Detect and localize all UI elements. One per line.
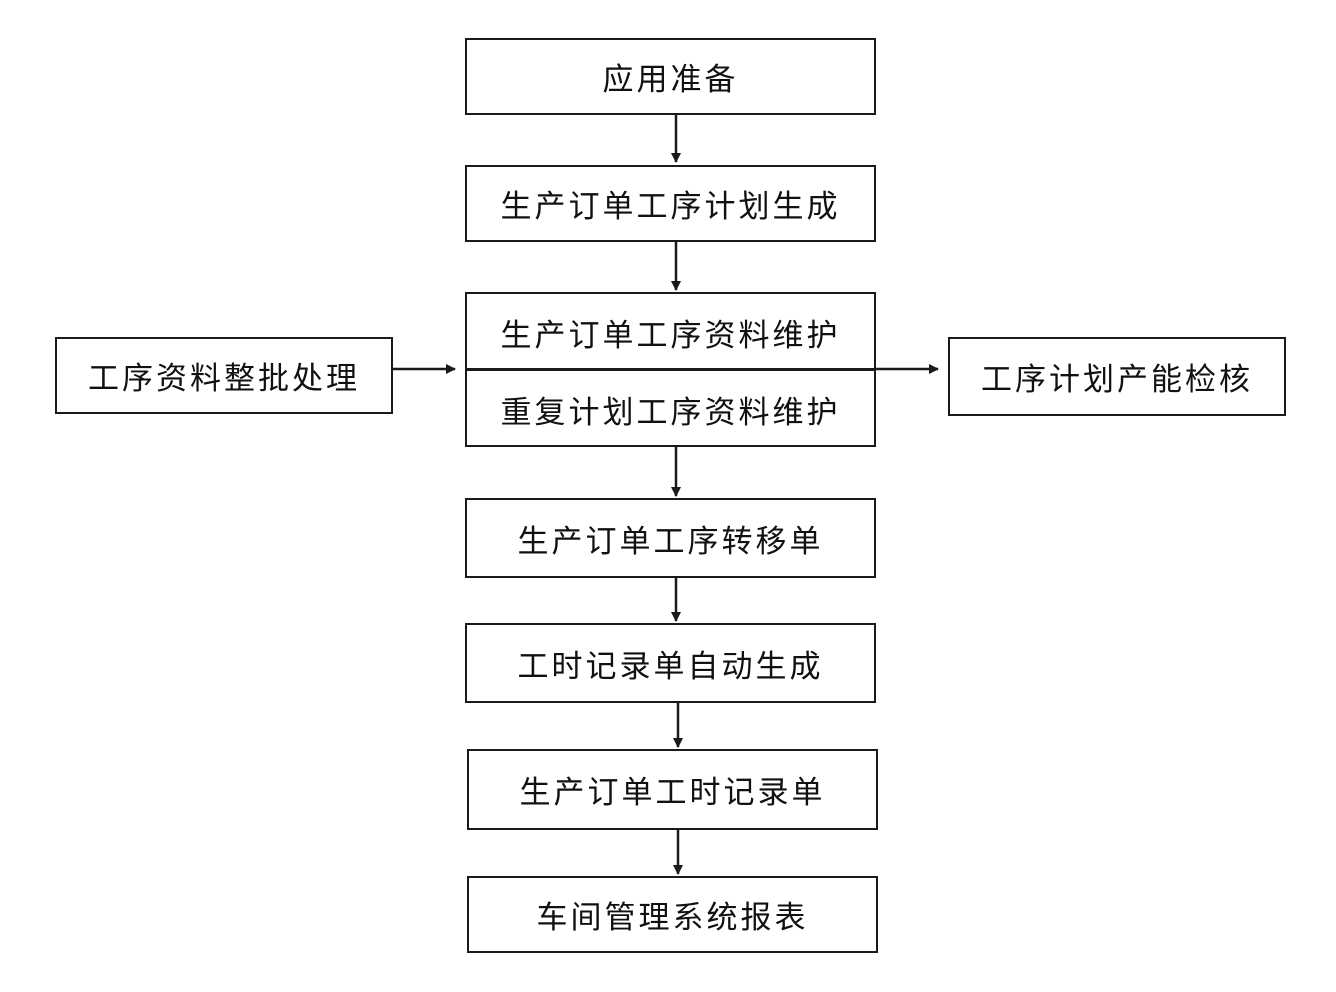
side-capacity-check: 工序计划产能检核	[948, 337, 1286, 416]
step-prepare: 应用准备	[465, 38, 876, 115]
step-plan-generate-label: 生产订单工序计划生成	[500, 189, 841, 225]
split-divider	[467, 368, 874, 371]
step-order-process-maintain-label: 生产订单工序资料维护	[500, 317, 841, 354]
step-process-maintain: 生产订单工序资料维护 重复计划工序资料维护	[465, 292, 876, 447]
step-repeat-plan-maintain: 重复计划工序资料维护	[467, 373, 874, 445]
step-auto-timesheet: 工时记录单自动生成	[465, 623, 876, 703]
step-order-timesheet: 生产订单工时记录单	[467, 749, 878, 830]
step-transfer-label: 生产订单工序转移单	[517, 523, 824, 560]
step-repeat-plan-maintain-label: 重复计划工序资料维护	[500, 394, 841, 431]
step-order-timesheet-label: 生产订单工时记录单	[519, 775, 826, 811]
step-transfer: 生产订单工序转移单	[465, 498, 876, 578]
side-batch: 工序资料整批处理	[55, 337, 393, 414]
step-auto-timesheet-label: 工时记录单自动生成	[517, 648, 824, 685]
step-report: 车间管理系统报表	[467, 876, 878, 953]
step-order-process-maintain: 生产订单工序资料维护	[467, 294, 874, 370]
step-report-label: 车间管理系统报表	[536, 900, 809, 936]
side-batch-label: 工序资料整批处理	[88, 361, 360, 397]
step-plan-generate: 生产订单工序计划生成	[465, 165, 876, 242]
side-capacity-check-label: 工序计划产能检核	[981, 362, 1253, 398]
step-prepare-label: 应用准备	[602, 62, 739, 98]
